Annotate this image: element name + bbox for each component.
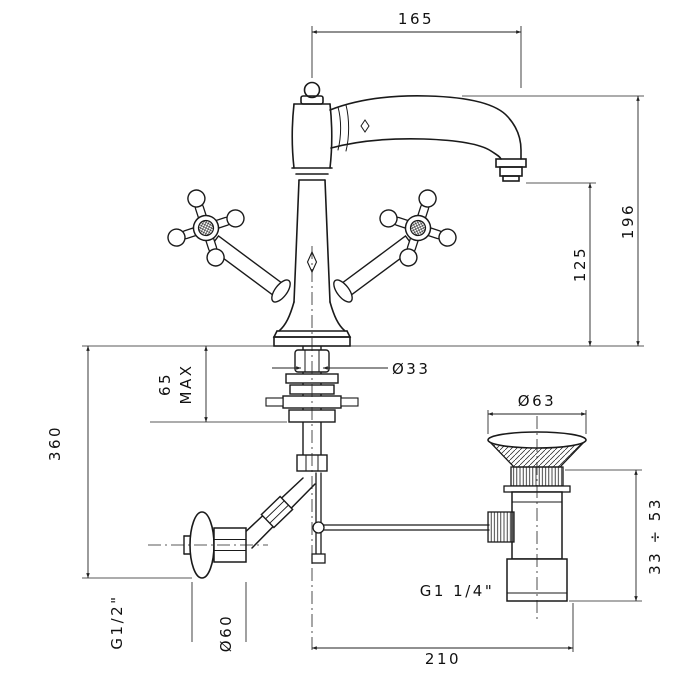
left-handle-medallion [197, 219, 215, 237]
dim-label-axis-distance: 210 [425, 650, 461, 668]
inline-union-nut [260, 495, 294, 529]
dim-label-waste-flange-diameter: Ø63 [518, 392, 556, 410]
supply-pipe-assembly [183, 477, 316, 579]
dim-label-shank-diameter: Ø33 [392, 360, 430, 378]
dim-label-height-196: 196 [619, 203, 637, 239]
dimension-labels: 165 196 125 Ø33 65 MAX 360 Ø63 33 ÷ 53 G… [46, 10, 664, 668]
dim-label-waste-range: 33 ÷ 53 [646, 497, 664, 575]
left-handle-stem [208, 235, 286, 298]
right-handle-escutcheon [333, 279, 353, 303]
finial-knob [303, 81, 321, 99]
brand-mark [360, 119, 370, 133]
popup-rod-linkage [311, 472, 490, 564]
dim-label-overall-height: 360 [46, 425, 64, 461]
rod-clamp [311, 553, 326, 564]
dim-label-spout-reach: 165 [398, 10, 434, 28]
left-handle-escutcheon [271, 279, 291, 303]
centerlines [148, 246, 538, 652]
dimension-lines [86, 30, 640, 650]
rod-attachment-knob [487, 511, 515, 543]
spout-outlet [495, 158, 527, 168]
dim-label-deck-max-word: MAX [177, 364, 195, 405]
right-handle-stem [338, 235, 416, 298]
dim-label-waste-thread: G1 1/4" [420, 582, 494, 600]
dim-label-outlet-125: 125 [571, 246, 589, 282]
dim-label-wall-flange-diameter: Ø60 [217, 614, 235, 652]
rod-ball-joint [312, 521, 325, 534]
dim-label-supply-thread: G1/2" [108, 594, 126, 649]
right-cross-handle [333, 189, 457, 303]
left-cross-handle [167, 189, 291, 303]
right-handle-medallion [409, 219, 427, 237]
dim-label-deck-max-value: 65 [156, 372, 174, 396]
faucet-spout [291, 81, 527, 182]
